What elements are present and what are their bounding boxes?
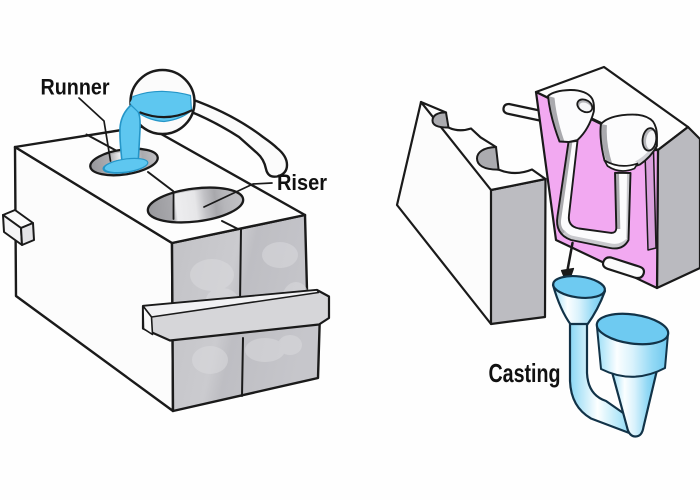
svg-text:Riser: Riser [277,170,327,195]
svg-text:Casting: Casting [489,358,561,388]
svg-text:Runner: Runner [41,75,110,100]
